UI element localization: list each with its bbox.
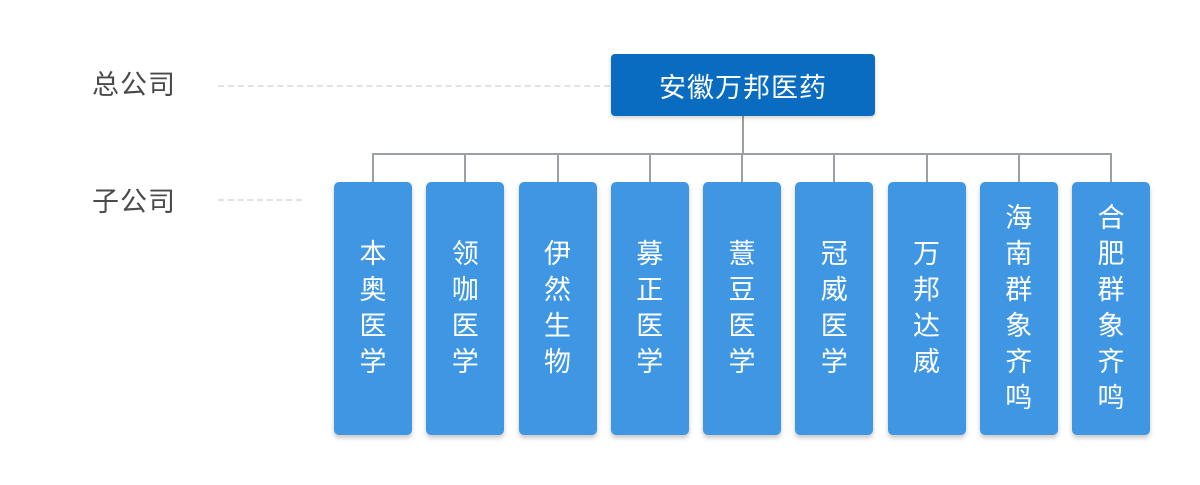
branch-connector [372, 154, 374, 182]
branch-connector [648, 154, 651, 182]
subsidiary-node-label: 薏豆医学 [728, 238, 756, 378]
root-trunk-connector [742, 116, 744, 154]
subsidiary-node-label: 本奥医学 [359, 238, 387, 378]
root-node-box: 安徽万邦医药 [611, 54, 875, 116]
subsidiary-node-box: 海南群象齐鸣 [979, 182, 1058, 435]
branch-connector [1017, 154, 1020, 182]
subsidiary-level-label: 子公司 [92, 187, 176, 218]
subsidiary-node-box: 合肥群象齐鸣 [1072, 182, 1150, 435]
subsidiary-node-label: 领咖医学 [451, 238, 479, 378]
subsidiary-node-box: 领咖医学 [426, 182, 505, 435]
branch-connector [464, 154, 467, 182]
subsidiary-guide-line [218, 199, 302, 201]
subsidiary-node-label: 募正医学 [636, 238, 664, 378]
subsidiary-node-label: 合肥群象齐鸣 [1097, 202, 1125, 414]
root-node-label: 安徽万邦医药 [659, 72, 827, 104]
subsidiary-node-label: 冠威医学 [820, 238, 848, 378]
subsidiary-node-box: 薏豆医学 [703, 182, 781, 435]
branch-connector [741, 154, 743, 182]
subsidiary-node-label: 海南群象齐鸣 [1005, 202, 1033, 414]
branch-connector [925, 154, 928, 182]
subsidiary-node-box: 募正医学 [610, 182, 689, 435]
subsidiary-node-box: 万邦达威 [887, 182, 966, 435]
branch-connector [833, 154, 836, 182]
headquarters-level-label: 总公司 [92, 70, 176, 101]
branch-connector [1110, 154, 1112, 182]
subsidiary-node-box: 伊然生物 [518, 182, 597, 435]
branch-connector [556, 154, 559, 182]
subsidiary-node-box: 冠威医学 [795, 182, 874, 435]
subsidiary-node-label: 伊然生物 [544, 238, 571, 378]
subsidiary-node-box: 本奥医学 [334, 182, 412, 435]
subsidiary-node-label: 万邦达威 [913, 238, 940, 378]
headquarters-guide-line [218, 85, 610, 87]
